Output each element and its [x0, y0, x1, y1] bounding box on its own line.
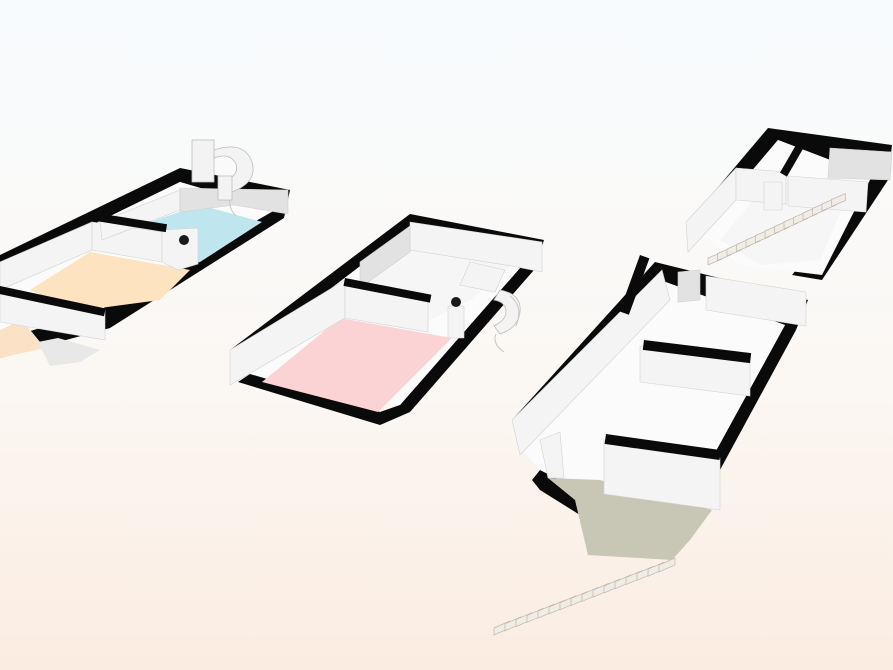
floor-top-right-wall-face-3 [787, 175, 869, 213]
floor-left[interactable] [0, 139, 290, 366]
floor-middle-wall-segment [343, 278, 432, 303]
room-pink[interactable] [262, 318, 452, 412]
floor-bottom-right-wall-segment [642, 340, 752, 364]
spiral-staircase-icon[interactable] [493, 289, 521, 353]
floor-middle-wall-face-4 [359, 225, 411, 289]
floor-top-right-outer-wall [686, 128, 892, 280]
floor-left-wall-face-4 [179, 187, 289, 215]
floor-left-wall-segment-2 [0, 285, 106, 317]
floor-left-wall-segment [88, 212, 168, 233]
floor-left-fixture-icon [179, 235, 189, 245]
spiral-staircase-icon[interactable] [191, 139, 254, 217]
floor-bottom-right[interactable] [493, 255, 808, 636]
floor-top-right-column [763, 181, 783, 211]
floor-middle-outer-wall [230, 214, 544, 425]
straight-staircase-icon[interactable] [493, 557, 676, 636]
floor-bottom-right-base [522, 280, 785, 490]
floor-bottom-right-wall-face-1 [511, 269, 671, 456]
room-olive[interactable] [548, 478, 712, 560]
floor-bottom-right-wall-segment-3 [619, 255, 650, 315]
floor-middle-kitchen-counter [459, 261, 506, 293]
floor-top-right-wall-face-4 [827, 147, 893, 181]
floor-left-wall-face-6 [161, 227, 199, 271]
room-gray-small[interactable] [38, 338, 100, 366]
floor-bottom-right-wall-face-6 [539, 431, 565, 479]
floor-top-right-wall-segment [779, 138, 807, 177]
floor-bottom-right-wall-segment-2 [604, 433, 721, 461]
floor-top-right[interactable] [685, 128, 893, 280]
floor-middle-fixture-icon [451, 297, 461, 307]
straight-staircase-icon[interactable] [707, 192, 846, 266]
room-peach[interactable] [30, 252, 190, 312]
stair-step [831, 192, 846, 208]
floor-middle[interactable] [229, 214, 544, 425]
stair-step [658, 557, 676, 573]
floor-bottom-right-wall-face-2 [705, 275, 807, 327]
floor-middle-column [447, 305, 465, 339]
floor-bottom-right-wall-face-5 [677, 269, 701, 303]
room-peach-small[interactable] [0, 320, 45, 358]
